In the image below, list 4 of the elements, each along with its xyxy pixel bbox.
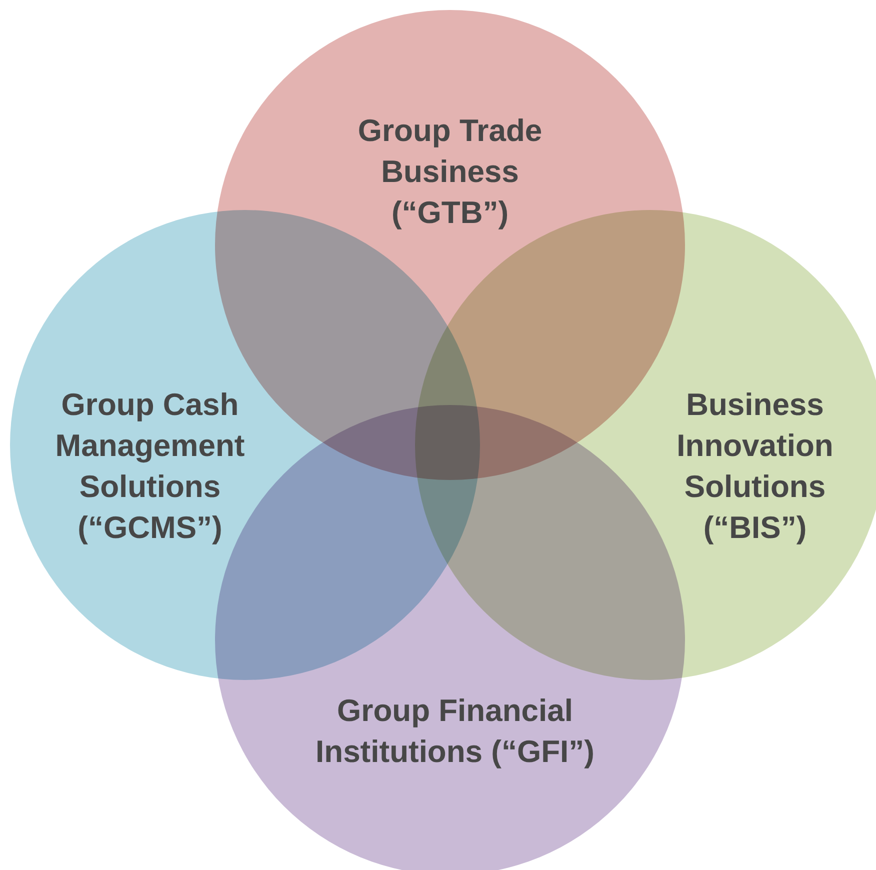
- circle-label: Business Innovation Solutions (“BIS”): [676, 386, 834, 547]
- circle-label: Group Cash Management Solutions (“GCMS”): [54, 386, 246, 547]
- circle-label: Group Financial Institutions (“GFI”): [314, 692, 596, 771]
- circle-label: Group Trade Business (“GTB”): [356, 112, 544, 232]
